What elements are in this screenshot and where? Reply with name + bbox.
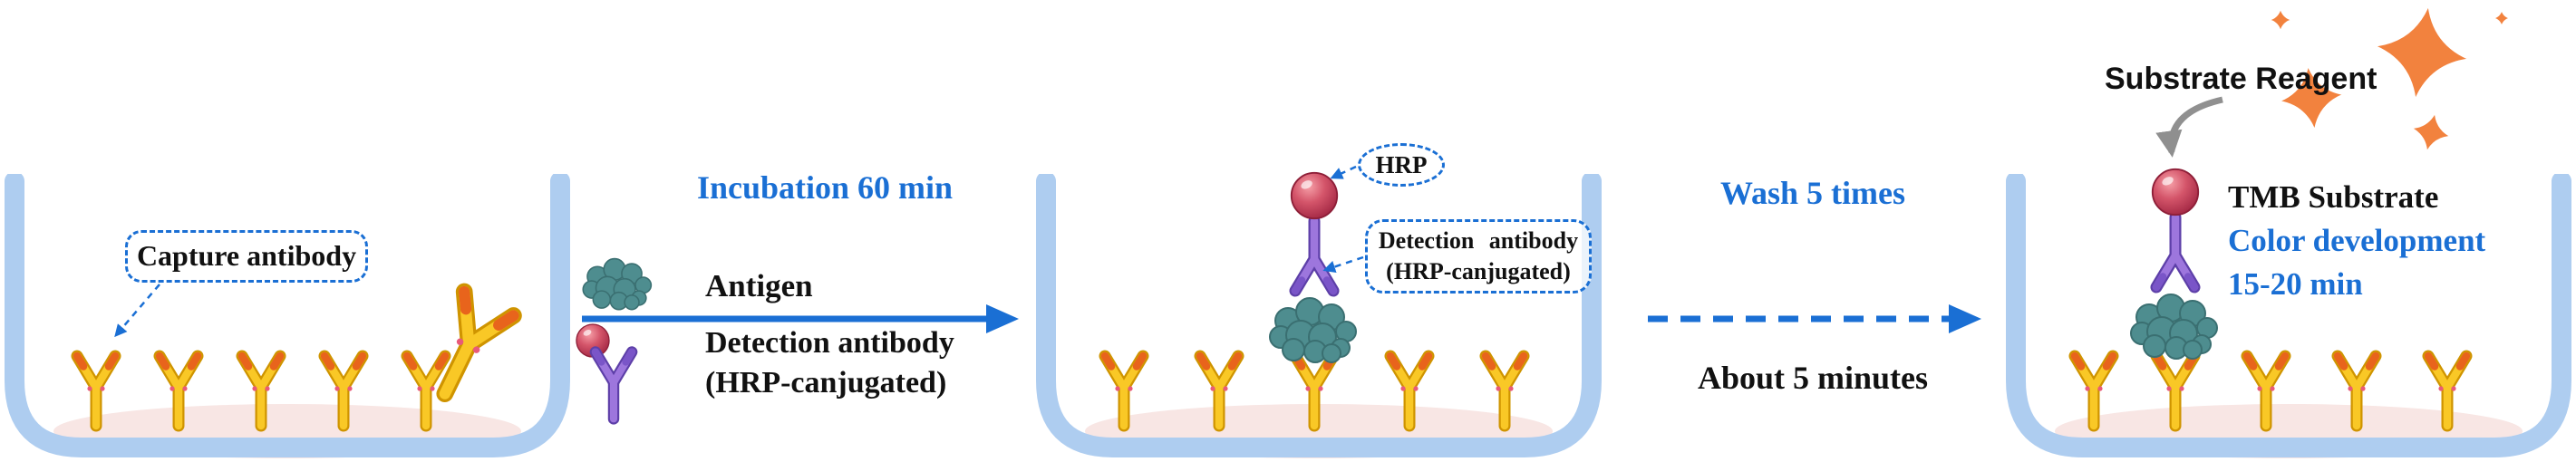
substrate-arrow	[2155, 96, 2223, 158]
antigen-icon	[576, 254, 660, 315]
capture-antibody-icon	[232, 346, 290, 433]
hrp-label: HRP	[1375, 151, 1428, 178]
capture-antibody-icon	[1380, 346, 1438, 433]
detection-callout-line2: (HRP-canjugated)	[1386, 258, 1571, 284]
detection-antibody-callout: Detection antibody (HRP-canjugated)	[1365, 219, 1592, 294]
hrp-enzyme-icon	[1289, 170, 1340, 221]
capture-antibody-icon	[2237, 346, 2295, 433]
detection-callout-line1: Detection antibody	[1378, 227, 1579, 254]
capture-antibody-icon	[2418, 346, 2476, 433]
detection-antibody-icon	[1285, 214, 1343, 301]
capture-antibody-icon	[1190, 346, 1248, 433]
detection-legend-line1: Detection antibody	[705, 326, 954, 360]
substrate-reagent-label: Substrate Reagent	[2105, 62, 2377, 96]
capture-antibody-icon	[67, 346, 125, 433]
wash-arrow	[1648, 304, 1981, 333]
antigen-label: Antigen	[705, 268, 813, 303]
capture-antibody-icon	[1476, 346, 1534, 433]
capture-antibody-icon	[2065, 346, 2123, 433]
detection-antibody-icon	[2146, 210, 2204, 297]
capture-antibody-icon	[315, 346, 373, 433]
capture-antibody-label: Capture antibody	[136, 239, 357, 272]
incubation-title: Incubation 60 min	[696, 169, 954, 206]
antigen-icon	[2126, 288, 2225, 366]
detection-antibody-icon	[586, 342, 642, 426]
capture-antibody-icon	[2328, 346, 2386, 433]
antigen-icon	[1264, 292, 1364, 370]
hrp-callout: HRP	[1358, 143, 1445, 187]
hrp-enzyme-icon	[2150, 167, 2201, 217]
capture-antibody-icon	[150, 346, 208, 433]
capture-antibody-callout: Capture antibody	[125, 230, 368, 283]
detection-legend-line2: (HRP-canjugated)	[705, 366, 947, 399]
capture-antibody-icon	[1095, 346, 1153, 433]
color-development-label: Color development	[2228, 223, 2486, 258]
wash-title: Wash 5 times	[1719, 175, 1905, 211]
tmb-substrate-label: TMB Substrate	[2228, 179, 2439, 215]
duration-label: 15-20 min	[2228, 266, 2363, 302]
wash-subtitle: About 5 minutes	[1697, 360, 1929, 396]
